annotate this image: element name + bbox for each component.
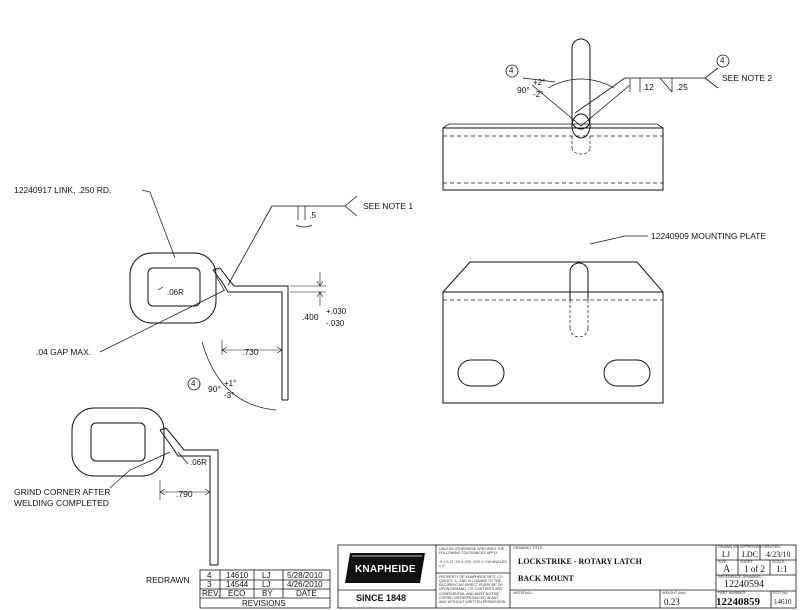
see-note-2: SEE NOTE 2 (722, 73, 773, 83)
spec-text: UNLESS OTHERWISE SPECIFIED THE FOLLOWING… (439, 547, 505, 556)
note-flag-1: 4 (191, 379, 196, 388)
rev-row2-eco: 14544 (226, 580, 249, 589)
drawing-title-2: BACK MOUNT (518, 574, 574, 583)
angle1-minus: -3° (224, 391, 235, 400)
revisions-caption: REVISIONS (242, 599, 286, 608)
see-note-1: SEE NOTE 1 (363, 201, 414, 211)
approved-label: APPROVED: (740, 545, 763, 549)
drawn-by-label: DRAWN BY: (718, 545, 740, 549)
tolerance-text: .X ± 0.12 .XX ± .030 .XXX ± .010 ANGLES … (439, 560, 507, 569)
weight-value: 0.23 (664, 597, 680, 607)
drawn-by-value: LJ (722, 550, 730, 559)
property-text: PROPERTY OF KNAPHEIDE MFG. CO. QUINCY, I… (439, 575, 506, 604)
rev-row2-by: LJ (262, 580, 271, 589)
gap-note: .04 GAP MAX. (36, 347, 92, 357)
sheet-label: SHEET: (740, 560, 754, 564)
dim-730: .730 (242, 347, 259, 357)
scale-label: SCALE: (772, 560, 786, 564)
title-block-lines (337, 544, 797, 609)
angle2-minus: -2° (533, 90, 544, 99)
dim-12: .12 (642, 82, 654, 92)
rev-header-eco: ECO (228, 589, 246, 598)
knapheide-logo (345, 553, 425, 583)
revision-table-lines (199, 569, 331, 609)
rev-row2-rev: 3 (207, 580, 212, 589)
rev-header-by: BY (262, 589, 273, 598)
eco-value: 14610 (774, 598, 792, 606)
rev-row1-rev: 4 (207, 571, 212, 580)
weight-label: WEIGHT (lbs): (662, 591, 687, 595)
part-number-value: 12240859 (716, 596, 760, 608)
eco-label: ECO No: (773, 591, 789, 595)
created-value: 4/23/10 (766, 550, 791, 559)
material-label: MATERIAL: (513, 591, 533, 595)
dim-790: .790 (176, 489, 193, 499)
mounting-plate-view (442, 235, 664, 404)
grind-note-line2: WELDING COMPLETED (14, 498, 109, 508)
rev-row1-by: LJ (262, 571, 271, 580)
rev-row1-date: 5/28/2010 (287, 571, 323, 580)
reference-value: 12240594 (724, 579, 764, 590)
angle2-plus: +2° (533, 78, 546, 87)
rev-header-rev: REV. (202, 589, 220, 598)
dim-radius-2: .06R (190, 458, 207, 467)
grind-note-line1: GRIND CORNER AFTER (14, 487, 111, 497)
angle1-base: 90° (208, 384, 221, 394)
scale-value: 1:1 (776, 564, 788, 574)
dim-25: .25 (676, 82, 688, 92)
dim-flag-a: .5 (309, 210, 317, 220)
redrawn-label: REDRAWN (146, 575, 190, 585)
dim-400: .400 (302, 312, 319, 322)
link-note: 12240917 LINK, .250 RD. (14, 185, 112, 195)
note-flag-3: 4 (720, 56, 725, 65)
top-right-view (442, 38, 730, 191)
dim-tol-plus: +.030 (326, 307, 347, 316)
drawing-title-1: LOCKSTRIKE - ROTARY LATCH (518, 557, 642, 566)
angle2-base: 90° (517, 85, 530, 95)
note-flag-2: 4 (509, 66, 514, 75)
rev-row2-date: 4/26/2010 (287, 580, 323, 589)
rev-row1-eco: 14610 (226, 571, 249, 580)
mounting-plate-note: 12240909 MOUNTING PLATE (651, 231, 767, 241)
created-label: CREATED: (762, 545, 781, 549)
lower-left-view (71, 407, 219, 566)
size-value: A (723, 564, 731, 575)
upper-left-view (99, 189, 358, 411)
angle1-plus: +1° (224, 379, 237, 388)
size-label: SIZE: (718, 560, 728, 564)
since-text: SINCE 1848 (356, 593, 407, 603)
approved-value: LDC (742, 550, 758, 559)
drawing-title-label: DRAWING TITLE: (513, 546, 544, 550)
reference-label: REFERENCE DRAWING: (718, 575, 762, 579)
sheet-value: 1 of 2 (744, 564, 765, 574)
company-logo-text: KNAPHEIDE (355, 564, 416, 575)
part-number-label: PART NUMBER: (718, 591, 747, 595)
dim-radius-1: .06R (167, 288, 184, 297)
dim-tol-minus: -.030 (326, 319, 345, 328)
rev-header-date: DATE (296, 589, 317, 598)
